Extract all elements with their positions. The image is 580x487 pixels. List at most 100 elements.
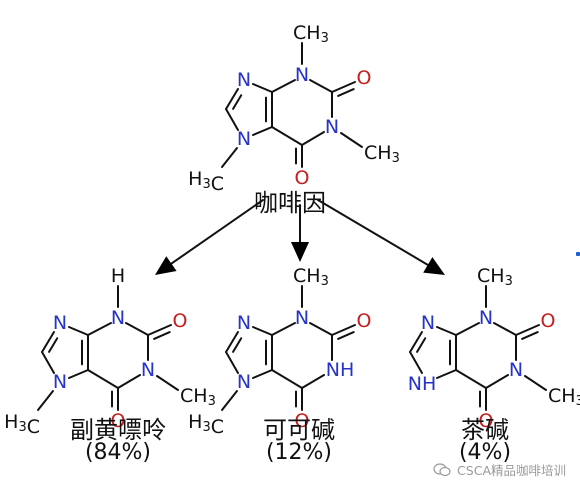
hydrogen-atom: H: [111, 265, 125, 287]
theobromine-name: 可可碱: [263, 416, 335, 444]
bond: [225, 88, 239, 110]
wechat-icon: [433, 462, 451, 476]
nitrogen-atom: N: [509, 359, 523, 381]
oxygen-atom: O: [295, 410, 310, 432]
bond: [340, 132, 363, 148]
bond-inner: [232, 337, 243, 353]
bond: [117, 374, 141, 389]
bond: [221, 147, 238, 168]
paraxanthine-percent: (84%): [84, 440, 152, 465]
bond: [524, 375, 547, 391]
bond: [41, 331, 55, 353]
nitrogen-atom: N: [295, 307, 309, 329]
bond: [87, 322, 112, 336]
methyl-group: CH3: [477, 265, 513, 289]
bond: [252, 369, 273, 379]
bond: [485, 374, 509, 389]
bond: [68, 326, 89, 336]
bond: [455, 322, 480, 336]
bond: [271, 79, 296, 93]
bond: [436, 369, 457, 379]
bond: [271, 322, 296, 336]
bond: [309, 322, 333, 336]
nitrogen-atom: N: [53, 371, 67, 393]
arrow-to-paraxanthine: [155, 199, 264, 275]
methyl-group: CH3: [548, 385, 580, 409]
oxygen-atom: O: [357, 67, 372, 89]
bond: [331, 324, 356, 336]
bond: [271, 369, 303, 389]
bond: [409, 331, 423, 353]
nitrogen-atom: N: [53, 312, 67, 334]
nh-group: NH: [408, 373, 437, 395]
oxygen-atom: O: [173, 310, 188, 332]
nh-group: NH: [326, 359, 355, 381]
bond-inner: [521, 331, 539, 340]
bond: [125, 322, 149, 336]
bond: [301, 374, 325, 389]
caffeine-name: 咖啡因: [254, 189, 326, 217]
oxygen-atom: O: [541, 310, 556, 332]
nitrogen-atom: N: [421, 312, 435, 334]
bond: [252, 83, 273, 93]
oxygen-atom: O: [357, 310, 372, 332]
bond: [515, 324, 540, 336]
nitrogen-atom: N: [479, 307, 493, 329]
bond: [301, 131, 325, 146]
nitrogen-atom: N: [237, 371, 251, 393]
edge-dot: [576, 252, 580, 256]
bond: [41, 351, 55, 374]
bond: [147, 324, 172, 336]
bond: [225, 351, 239, 374]
paraxanthine-name: 副黄嘌呤: [70, 416, 166, 444]
bond: [409, 351, 423, 374]
bond-inner: [232, 94, 243, 110]
bond: [455, 369, 487, 389]
bond: [37, 390, 54, 411]
bond: [68, 369, 89, 379]
bond: [252, 326, 273, 336]
bond: [221, 390, 238, 411]
watermark: CSCA精品咖啡培训: [433, 460, 566, 479]
bond-inner: [48, 337, 59, 353]
bond: [271, 126, 303, 146]
bond: [170, 199, 264, 265]
methyl-group: CH3: [293, 265, 329, 289]
nitrogen-atom: N: [237, 312, 251, 334]
theobromine-percent: (12%): [265, 440, 333, 465]
bond-inner: [337, 331, 355, 340]
bond: [252, 126, 273, 136]
arrow-to-theophylline: [317, 199, 445, 275]
bond: [493, 322, 517, 336]
nitrogen-atom: N: [295, 64, 309, 86]
theophylline-percent: (4%): [458, 440, 512, 465]
nitrogen-atom: N: [141, 359, 155, 381]
nitrogen-atom: N: [325, 116, 339, 138]
methyl-group: CH3: [180, 385, 216, 409]
methyl-group: CH3: [293, 22, 329, 46]
nitrogen-atom: N: [237, 69, 251, 91]
oxygen-atom: O: [295, 167, 310, 189]
bond: [331, 81, 356, 93]
bond: [225, 108, 239, 131]
bond: [309, 79, 333, 93]
methyl-group: H3C: [4, 411, 40, 438]
methyl-group: H3C: [188, 411, 224, 438]
bond: [156, 375, 179, 391]
bond: [436, 326, 457, 336]
nitrogen-atom: N: [111, 307, 125, 329]
theophylline-name: 茶碱: [461, 416, 509, 444]
bond: [317, 199, 429, 266]
bond-inner: [153, 331, 171, 340]
bond-inner: [337, 88, 355, 97]
bond-inner: [416, 337, 427, 353]
oxygen-atom: O: [111, 410, 126, 432]
methyl-group: CH3: [364, 142, 400, 166]
oxygen-atom: O: [479, 410, 494, 432]
nitrogen-atom: N: [237, 128, 251, 150]
